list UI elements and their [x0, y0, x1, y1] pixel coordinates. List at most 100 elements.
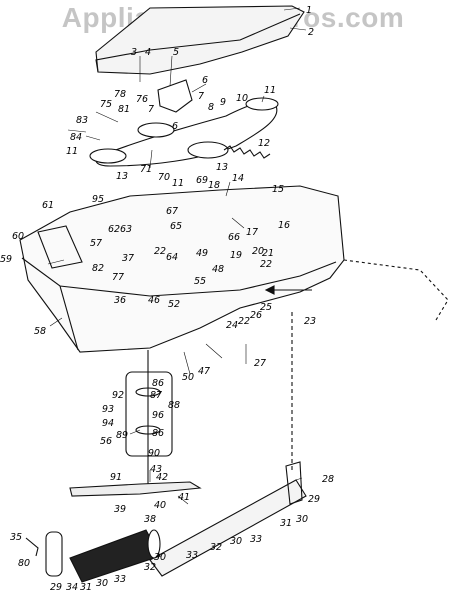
- tension-spring: [223, 145, 271, 159]
- callout-30a: 30: [296, 514, 308, 525]
- callout-80: 80: [18, 558, 30, 569]
- callout-6b: 6: [172, 121, 178, 132]
- callout-41: 41: [178, 492, 190, 503]
- callout-9: 9: [220, 97, 226, 108]
- callout-56: 56: [100, 436, 112, 447]
- callout-55: 55: [194, 276, 206, 287]
- callout-33c: 33: [114, 574, 126, 585]
- callout-76: 76: [136, 94, 148, 105]
- callout-50: 50: [182, 372, 194, 383]
- callout-11b: 11: [264, 85, 276, 96]
- callout-35: 35: [10, 532, 22, 543]
- callout-71: 71: [140, 164, 152, 175]
- callout-15: 15: [272, 184, 284, 195]
- callout-95: 95: [92, 194, 104, 205]
- callout-67: 67: [166, 206, 178, 217]
- callout-5: 5: [173, 47, 179, 58]
- callout-11a: 11: [66, 146, 78, 157]
- callout-21: 21: [262, 248, 274, 259]
- callout-58: 58: [34, 326, 46, 337]
- callout-92: 92: [112, 390, 124, 401]
- spindle-housing: [125, 371, 173, 457]
- roller-end: [147, 529, 161, 559]
- callout-22a: 22: [154, 246, 166, 257]
- callout-16: 16: [278, 220, 290, 231]
- callout-33b: 33: [186, 550, 198, 561]
- idler-pulley: [245, 97, 279, 111]
- callout-91: 91: [110, 472, 122, 483]
- callout-62: 62: [108, 224, 120, 235]
- callout-14: 14: [232, 173, 244, 184]
- callout-47: 47: [198, 366, 210, 377]
- callout-18: 18: [208, 180, 220, 191]
- roller-tube: [149, 479, 307, 577]
- callout-77: 77: [112, 272, 124, 283]
- roller-bracket: [285, 461, 303, 505]
- callout-11c: 11: [172, 178, 184, 189]
- callout-78: 78: [114, 89, 126, 100]
- callout-84: 84: [70, 132, 82, 143]
- mower-deck: [19, 185, 345, 353]
- callout-61: 61: [42, 200, 54, 211]
- callout-2: 2: [308, 27, 314, 38]
- leader-lines: [47, 7, 307, 505]
- callout-65: 65: [170, 221, 182, 232]
- callout-42: 42: [156, 472, 168, 483]
- callout-48: 48: [212, 264, 224, 275]
- callout-20: 20: [252, 246, 264, 257]
- callout-43: 43: [150, 464, 162, 475]
- callout-27: 27: [254, 358, 266, 369]
- mower-blade: [69, 481, 202, 497]
- roller-axle-bracket: [45, 531, 63, 577]
- drive-belt: [95, 101, 278, 167]
- callout-30c: 30: [154, 552, 166, 563]
- callout-7b: 7: [148, 104, 154, 115]
- callout-90: 90: [148, 448, 160, 459]
- left-spindle-pulley: [89, 148, 127, 164]
- callout-7a: 7: [198, 91, 204, 102]
- callout-30d: 30: [96, 578, 108, 589]
- center-pulley: [137, 122, 175, 138]
- deck-front-edge: [21, 257, 337, 297]
- callout-29a: 29: [308, 494, 320, 505]
- callout-28: 28: [322, 474, 334, 485]
- right-spindle-pulley: [187, 141, 229, 159]
- callout-23: 23: [304, 316, 316, 327]
- callout-96: 96: [152, 410, 164, 421]
- callout-57: 57: [90, 238, 102, 249]
- callout-70: 70: [158, 172, 170, 183]
- callout-39: 39: [114, 504, 126, 515]
- callout-10: 10: [236, 93, 248, 104]
- callout-17: 17: [246, 227, 258, 238]
- callout-1: 1: [306, 5, 312, 16]
- callout-13b: 13: [216, 162, 228, 173]
- callout-6a: 6: [202, 75, 208, 86]
- callout-94: 94: [102, 418, 114, 429]
- deck-baffle: [37, 225, 83, 269]
- callout-30b: 30: [230, 536, 242, 547]
- callout-25: 25: [260, 302, 272, 313]
- callout-64: 64: [166, 252, 178, 263]
- callout-13a: 13: [116, 171, 128, 182]
- callout-32b: 32: [144, 562, 156, 573]
- belt-cover: [95, 5, 305, 75]
- callout-12: 12: [258, 138, 270, 149]
- callout-8: 8: [208, 102, 214, 113]
- callout-32a: 32: [210, 542, 222, 553]
- callout-3: 3: [131, 47, 137, 58]
- callout-52: 52: [168, 299, 180, 310]
- spindle-bearing-lower: [135, 425, 161, 435]
- callout-59: 59: [0, 254, 12, 265]
- callout-87: 87: [150, 390, 162, 401]
- callout-88: 88: [168, 400, 180, 411]
- callout-86a: 86: [152, 378, 164, 389]
- idler-bracket: [157, 79, 193, 113]
- callout-22c: 22: [238, 316, 250, 327]
- callout-49: 49: [196, 248, 208, 259]
- callout-4: 4: [145, 47, 151, 58]
- callout-31a: 31: [280, 518, 292, 529]
- deck-support: [343, 259, 449, 321]
- callout-89: 89: [116, 430, 128, 441]
